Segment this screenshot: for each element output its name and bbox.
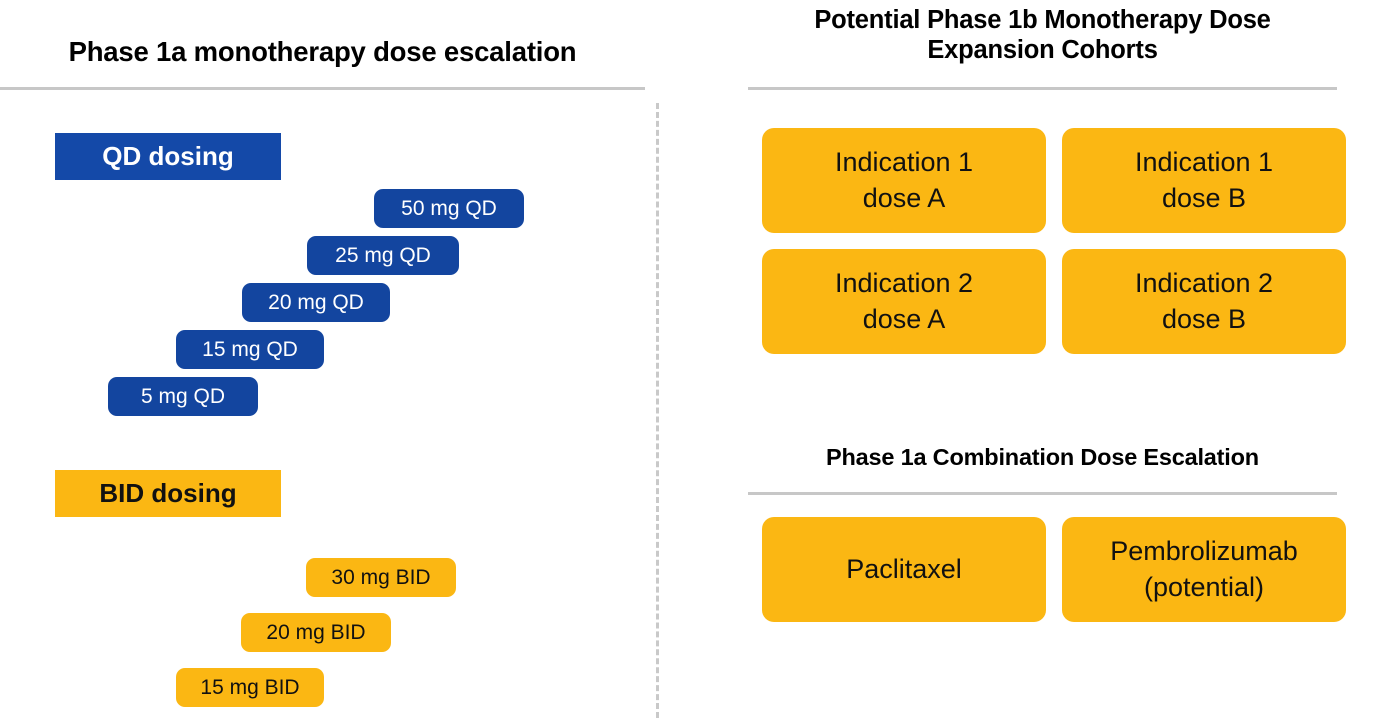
expansion-card-line1: Indication 2 — [834, 268, 974, 299]
left-panel-title: Phase 1a monotherapy dose escalation — [68, 36, 577, 67]
qd-dosing-banner-label: QD dosing — [102, 141, 234, 171]
qd-dose-pill-label: 50 mg QD — [401, 196, 497, 220]
expansion-card-text: Indication 1 dose A — [835, 145, 973, 215]
bid-dose-pill-1: 20 mg BID — [241, 613, 391, 652]
qd-dose-pill-label: 20 mg QD — [268, 290, 364, 314]
bid-dosing-banner: BID dosing — [55, 470, 281, 517]
qd-dose-pill-label: 15 mg QD — [202, 337, 298, 361]
column-divider — [656, 103, 659, 718]
qd-dose-pill-4: 5 mg QD — [108, 377, 258, 416]
qd-dose-pill-2: 20 mg QD — [242, 283, 390, 322]
combination-card-line2: (potential) — [1143, 571, 1265, 602]
qd-dose-pill-3: 15 mg QD — [176, 330, 324, 369]
combination-escalation-title: Phase 1a Combination Dose Escalation — [826, 444, 1259, 470]
bid-dose-pill-2: 15 mg BID — [176, 668, 324, 707]
expansion-card-line1: Indication 1 — [834, 147, 974, 178]
expansion-card-3: Indication 2 dose B — [1062, 249, 1346, 354]
combination-card-0: Paclitaxel — [762, 517, 1046, 622]
expansion-cohorts-title: Potential Phase 1b Monotherapy Dose Expa… — [814, 6, 1271, 64]
expansion-card-2: Indication 2 dose A — [762, 249, 1046, 354]
expansion-card-line1: Indication 1 — [1134, 147, 1274, 178]
left-panel-rule — [0, 87, 645, 90]
expansion-card-line2: dose B — [1161, 182, 1247, 213]
qd-dosing-banner: QD dosing — [55, 133, 281, 180]
expansion-card-line2: dose A — [862, 303, 946, 334]
expansion-card-line1: Indication 2 — [1134, 268, 1274, 299]
bid-dose-pill-label: 15 mg BID — [200, 675, 300, 699]
qd-dose-pill-label: 5 mg QD — [140, 384, 226, 408]
expansion-card-line2: dose A — [862, 182, 946, 213]
expansion-card-text: Indication 1 dose B — [1135, 145, 1273, 215]
expansion-card-line2: dose B — [1161, 303, 1247, 334]
qd-dose-pill-0: 50 mg QD — [374, 189, 524, 228]
expansion-card-0: Indication 1 dose A — [762, 128, 1046, 233]
bid-dosing-banner-label: BID dosing — [99, 478, 237, 508]
combination-card-line1: Pembrolizumab — [1110, 536, 1298, 567]
bid-dose-pill-label: 30 mg BID — [331, 565, 431, 589]
combination-card-line1: Paclitaxel — [846, 553, 962, 584]
combination-card-text: Pembrolizumab (potential) — [1110, 534, 1298, 604]
expansion-card-text: Indication 2 dose B — [1135, 266, 1273, 336]
bid-dose-pill-label: 20 mg BID — [266, 620, 366, 644]
qd-dose-pill-label: 25 mg QD — [335, 243, 431, 267]
combination-card-text: Paclitaxel — [846, 552, 962, 587]
combination-card-1: Pembrolizumab (potential) — [1062, 517, 1346, 622]
expansion-cohorts-rule — [748, 87, 1337, 90]
qd-dose-pill-1: 25 mg QD — [307, 236, 459, 275]
expansion-card-text: Indication 2 dose A — [835, 266, 973, 336]
expansion-card-1: Indication 1 dose B — [1062, 128, 1346, 233]
bid-dose-pill-0: 30 mg BID — [306, 558, 456, 597]
combination-escalation-rule — [748, 492, 1337, 495]
